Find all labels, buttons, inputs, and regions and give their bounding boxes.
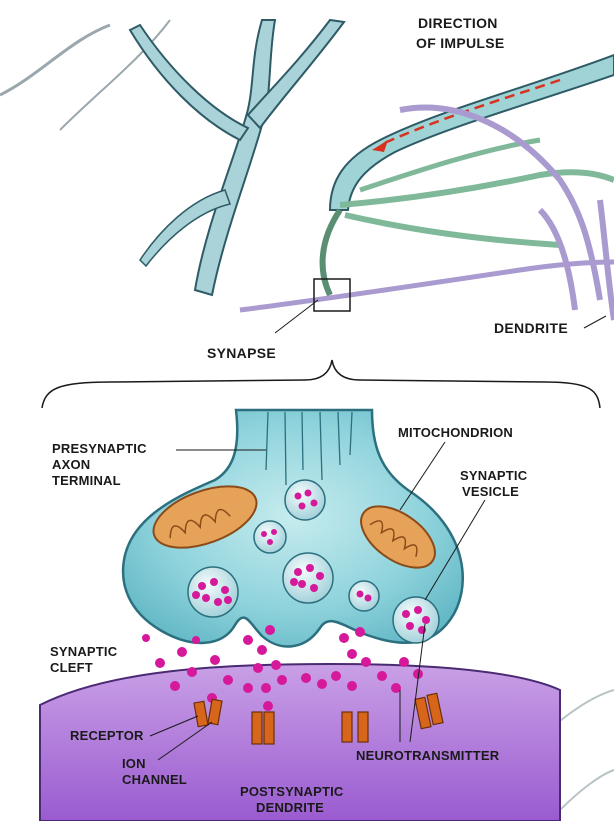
direction-label-line1: DIRECTION — [418, 15, 498, 31]
cleft-label-line1: SYNAPTIC — [50, 644, 118, 659]
vesicle-label-line2: VESICLE — [462, 484, 519, 499]
background-fiber — [60, 20, 170, 130]
cleft-label-line2: CLEFT — [50, 660, 93, 675]
presynaptic-label-line1: PRESYNAPTIC — [52, 441, 147, 456]
background-fiber — [560, 770, 614, 810]
ion-channel-label-line2: CHANNEL — [122, 772, 187, 787]
purple-dendrite — [240, 262, 614, 310]
green-branch — [345, 215, 560, 245]
dendrite-label: DENDRITE — [494, 320, 568, 336]
direction-label-line2: OF IMPULSE — [416, 35, 505, 51]
vesicle-label-line1: SYNAPTIC — [460, 468, 528, 483]
branching-fiber — [130, 25, 248, 140]
green-branch — [323, 210, 340, 295]
postsynaptic-label-line1: POSTSYNAPTIC — [240, 784, 344, 799]
ion-channel-label-line1: ION — [122, 756, 146, 771]
receptor-label: RECEPTOR — [70, 728, 144, 743]
dendrite-leader-line — [584, 316, 606, 328]
presynaptic-label-line2: AXON — [52, 457, 90, 472]
postsynaptic-label-line2: DENDRITE — [256, 800, 324, 815]
background-fiber — [0, 25, 110, 95]
presynaptic-label-line3: TERMINAL — [52, 473, 121, 488]
mitochondrion-label: MITOCHONDRION — [398, 425, 513, 440]
branching-fiber — [195, 20, 275, 295]
synapse-label: SYNAPSE — [207, 345, 276, 361]
zoom-brace — [42, 360, 600, 408]
neurotransmitter-label: NEUROTRANSMITTER — [356, 748, 500, 763]
purple-dendrite — [540, 210, 575, 310]
